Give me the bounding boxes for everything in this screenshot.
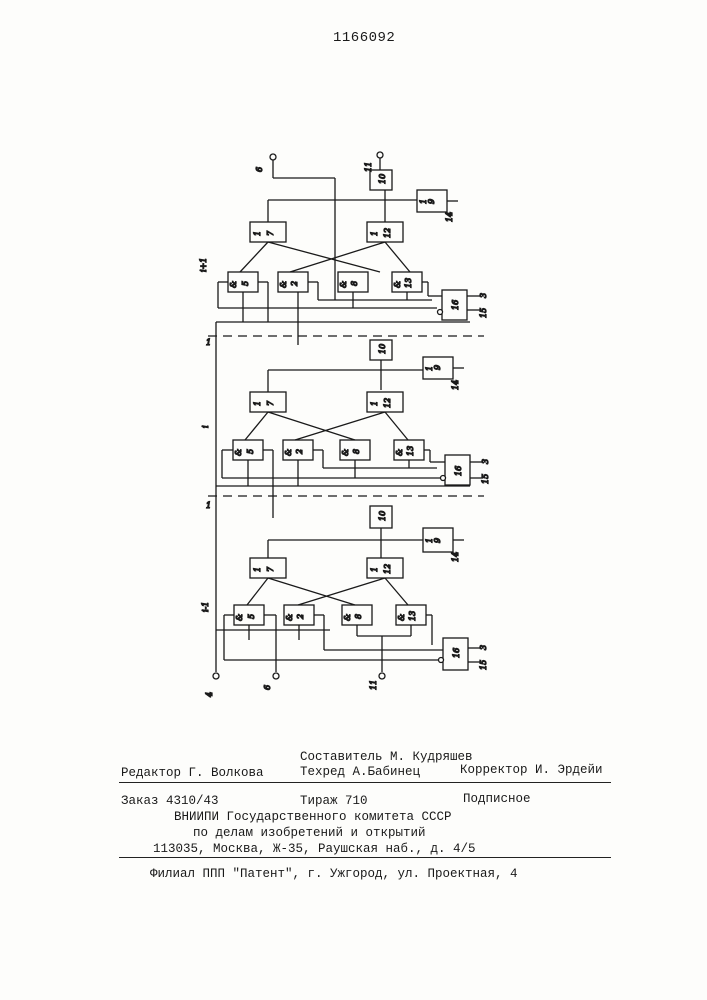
order-line: Заказ 4310/43 [121, 795, 219, 808]
org-line-2: по делам изобретений и открытий [193, 827, 426, 840]
proofreader-line: Корректор И. Эрдейи [460, 764, 603, 777]
branch-line: Филиал ППП "Патент", г. Ужгород, ул. Про… [150, 868, 518, 881]
circulation-line: Тираж 710 [300, 795, 368, 808]
org-line-1: ВНИИПИ Государственного комитета СССР [174, 811, 452, 824]
compiler-line: Составитель М. Кудряшев [300, 751, 473, 764]
imprint-rule-2 [119, 857, 611, 858]
editor-line: Редактор Г. Волкова [121, 767, 264, 780]
subscription-line: Подписное [463, 793, 531, 806]
tech-editor-line: Техред А.Бабинец [300, 766, 420, 779]
address-line: 113035, Москва, Ж-35, Раушская наб., д. … [153, 843, 476, 856]
imprint-rule-1 [119, 782, 611, 783]
